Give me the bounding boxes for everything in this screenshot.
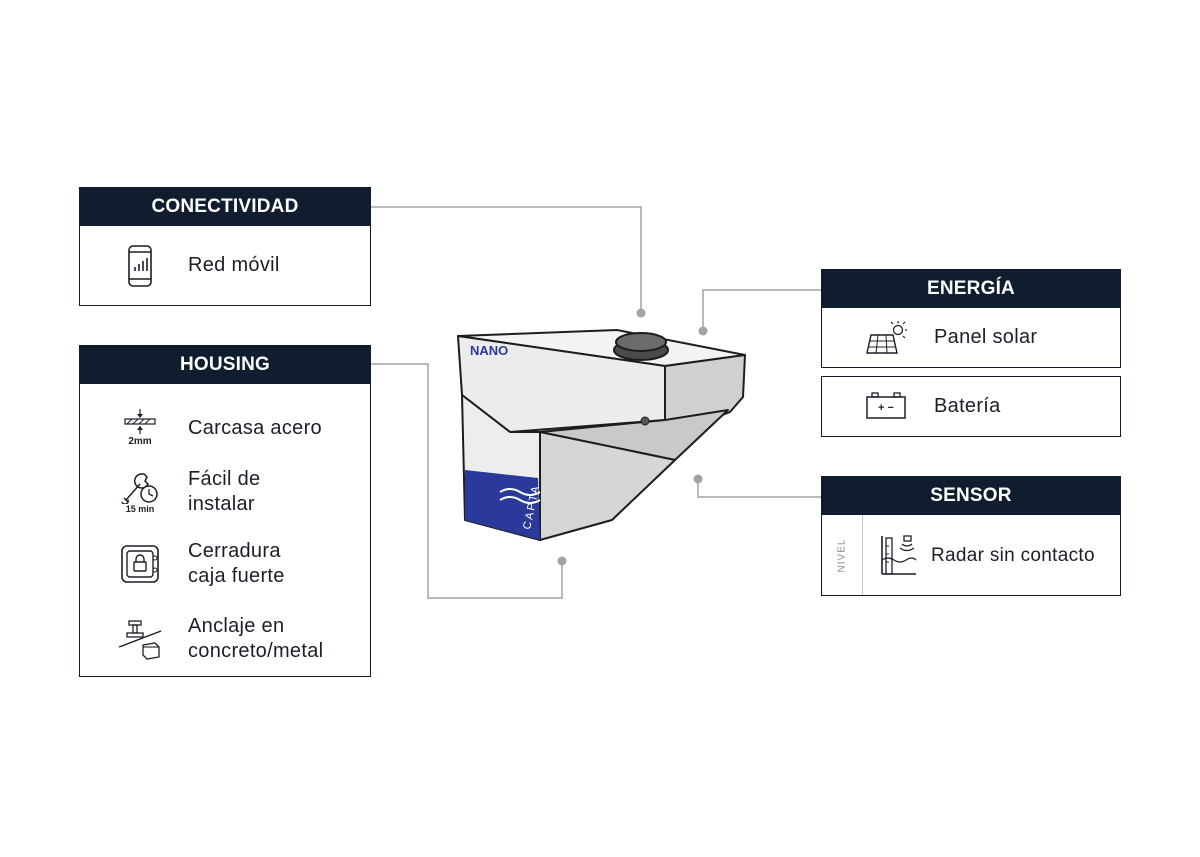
sensor-side-label: NIVEL bbox=[836, 538, 848, 572]
anchor-icon bbox=[110, 617, 170, 661]
safe-lock-icon bbox=[110, 544, 170, 584]
connector-housing bbox=[370, 363, 563, 599]
connector-dot bbox=[698, 326, 708, 336]
housing-item-label: Cerradura caja fuerte bbox=[188, 540, 285, 587]
model-label: NANO bbox=[470, 343, 508, 358]
install-time-caption: 15 min bbox=[125, 504, 155, 514]
device-illustration: NANO CAPTA bbox=[457, 329, 746, 541]
connector-dot bbox=[693, 474, 703, 484]
energy-item: + − Batería bbox=[822, 377, 1120, 435]
sensor-side-label-wrap: NIVEL bbox=[822, 515, 863, 595]
phone-signal-icon bbox=[110, 244, 170, 287]
connectivity-item-label: Red móvil bbox=[188, 254, 280, 276]
battery-polarity: + − bbox=[878, 402, 894, 414]
sensor-item: Radar sin contacto bbox=[863, 515, 1095, 595]
housing-item: Cerradura caja fuerte bbox=[80, 526, 370, 602]
sensor-item-label: Radar sin contacto bbox=[931, 544, 1095, 566]
radar-level-icon bbox=[867, 534, 927, 576]
housing-item: 2mm Carcasa acero bbox=[80, 398, 370, 458]
wrench-clock-icon: 15 min bbox=[110, 470, 170, 514]
battery-icon: + − bbox=[856, 392, 916, 420]
connector-energy bbox=[702, 289, 822, 330]
energy-item-label: Panel solar bbox=[934, 326, 1038, 348]
connector-dot bbox=[557, 556, 567, 566]
connectivity-item: Red móvil bbox=[80, 226, 370, 305]
housing-item-label: Carcasa acero bbox=[188, 416, 322, 439]
connector-connectivity bbox=[370, 206, 642, 312]
solar-panel-icon bbox=[856, 320, 916, 355]
housing-item-label: Fácil de instalar bbox=[188, 468, 261, 515]
energy-item-label: Batería bbox=[934, 394, 1001, 417]
connectivity-title: CONECTIVIDAD bbox=[80, 188, 370, 226]
thickness-caption: 2mm bbox=[128, 436, 152, 447]
battery-panel: + − Batería bbox=[821, 376, 1121, 437]
sensor-title: SENSOR bbox=[822, 477, 1120, 515]
connector-dot bbox=[636, 308, 646, 318]
connectivity-panel: CONECTIVIDAD Red móvil bbox=[79, 187, 371, 306]
housing-title: HOUSING bbox=[80, 346, 370, 384]
housing-item: Anclaje en concreto/metal bbox=[80, 602, 370, 676]
housing-item-label: Anclaje en concreto/metal bbox=[188, 615, 324, 662]
connector-sensor bbox=[697, 480, 822, 498]
sensor-panel: SENSOR NIVEL Radar sin contacto bbox=[821, 476, 1121, 596]
energy-item: Panel solar bbox=[822, 308, 1120, 367]
housing-item: 15 min Fácil de instalar bbox=[80, 458, 370, 526]
energy-panel: ENERGÍA Panel solar bbox=[821, 269, 1121, 368]
energy-title: ENERGÍA bbox=[822, 270, 1120, 308]
housing-panel: HOUSING 2mm Carcasa acero bbox=[79, 345, 371, 677]
steel-thickness-icon: 2mm bbox=[110, 409, 170, 447]
